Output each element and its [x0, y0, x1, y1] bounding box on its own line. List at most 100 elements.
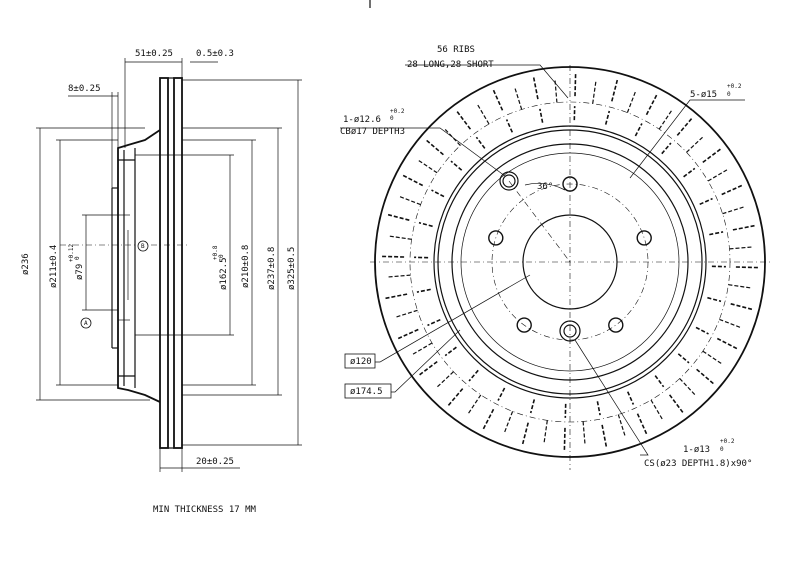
rib — [658, 108, 673, 130]
datum-b-label: B — [141, 243, 145, 250]
bolt-holes — [488, 176, 652, 333]
rib — [654, 375, 665, 388]
rib — [677, 353, 690, 364]
ribs-detail: 28 LONG,28 SHORT — [407, 60, 494, 70]
hat-section — [117, 129, 161, 403]
rib — [447, 388, 464, 406]
d174-label: ø174.5 — [350, 387, 383, 397]
hole1-counterbore: CBø17 DEPTH3 — [340, 127, 405, 137]
dim-d79: ø79 — [75, 264, 85, 280]
hole13-spec: 1-ø13 — [683, 445, 710, 455]
rib — [676, 118, 693, 136]
rib — [427, 318, 441, 327]
section-view: A B 51±0.25 0.5±0.3 8±0.25 ø236 ø211±0.4… — [21, 49, 302, 472]
rib — [574, 74, 577, 97]
dim-d211: ø211±0.4 — [49, 245, 59, 288]
rib — [444, 346, 457, 357]
bolt-hole — [636, 230, 652, 246]
rib — [683, 167, 696, 178]
hole13-leader — [574, 339, 649, 456]
rib — [539, 108, 544, 123]
rib — [532, 77, 539, 100]
d174-box — [344, 383, 392, 399]
rib — [604, 110, 611, 125]
dim-thickness-bottom: 20±0.25 — [196, 457, 234, 467]
datum-a-label: A — [84, 320, 88, 327]
rib — [397, 195, 421, 206]
rib — [735, 266, 758, 269]
rib — [645, 94, 658, 116]
rib — [554, 78, 558, 103]
rib — [729, 246, 754, 250]
rib — [505, 119, 514, 133]
rib — [650, 399, 664, 422]
datum-b-marker — [137, 240, 149, 252]
rib — [497, 387, 506, 401]
rib — [450, 160, 463, 171]
rib — [732, 224, 755, 231]
rib — [387, 213, 410, 221]
rib — [521, 422, 529, 445]
rib — [529, 399, 536, 414]
rib — [443, 127, 461, 146]
ribs-title: 56 RIBS — [437, 45, 475, 55]
dim-d79-tol: +0.12 — [68, 244, 75, 262]
rib — [601, 424, 608, 447]
holes5-tol: +0.2 — [727, 83, 742, 90]
locating-hole-cb — [499, 171, 519, 191]
rib — [416, 159, 438, 174]
dim-od-236: ø236 — [21, 253, 31, 275]
angle-label: 36° — [537, 182, 553, 192]
front-view: 56 RIBS 28 LONG,28 SHORT 1-ø12.6 +0.2 0 … — [340, 45, 770, 470]
rib — [418, 221, 433, 228]
bolt-hole — [608, 317, 624, 333]
rib — [402, 174, 424, 187]
rib — [696, 368, 714, 385]
rib — [661, 142, 672, 155]
rib — [467, 394, 482, 416]
rib — [435, 371, 454, 389]
hole13-tol: +0.2 — [720, 438, 735, 445]
rib — [699, 197, 713, 206]
rib — [492, 89, 504, 111]
rib — [503, 411, 514, 435]
rib — [419, 360, 438, 376]
rib — [702, 148, 721, 164]
rib — [730, 303, 753, 311]
rib — [626, 89, 637, 113]
rib — [707, 168, 730, 182]
rotor-plate-outer — [173, 77, 183, 449]
rib — [617, 414, 627, 438]
rib — [709, 231, 724, 236]
rib — [686, 135, 705, 153]
rib — [722, 205, 746, 215]
d120-leader — [345, 274, 531, 363]
rib — [634, 123, 643, 137]
rib — [397, 328, 419, 340]
dim-d325: ø325±0.5 — [287, 247, 297, 290]
rib — [716, 337, 738, 350]
dim-d162-tol: +0.8 — [212, 245, 219, 260]
rib — [719, 318, 743, 329]
rib — [385, 293, 408, 300]
rib — [476, 102, 490, 125]
rib — [636, 413, 648, 435]
holes5-spec: 5-ø15 — [690, 90, 717, 100]
rib — [468, 369, 479, 382]
hole13-countersink: CS(ø23 DEPTH1.8)x90° — [644, 459, 752, 469]
datum-a-marker — [80, 317, 92, 329]
rib — [679, 378, 697, 397]
rib — [668, 394, 684, 413]
hole1-leader — [340, 127, 506, 177]
min-thickness-note: MIN THICKNESS 17 MM — [153, 505, 257, 515]
rib — [456, 111, 472, 130]
rib — [426, 139, 444, 156]
rib — [382, 255, 405, 258]
rib — [431, 189, 445, 198]
rotor-plate-inner — [159, 77, 169, 449]
rib — [702, 350, 724, 365]
rib — [592, 79, 597, 104]
angle-arc — [524, 183, 566, 191]
d120-label: ø120 — [350, 357, 372, 367]
